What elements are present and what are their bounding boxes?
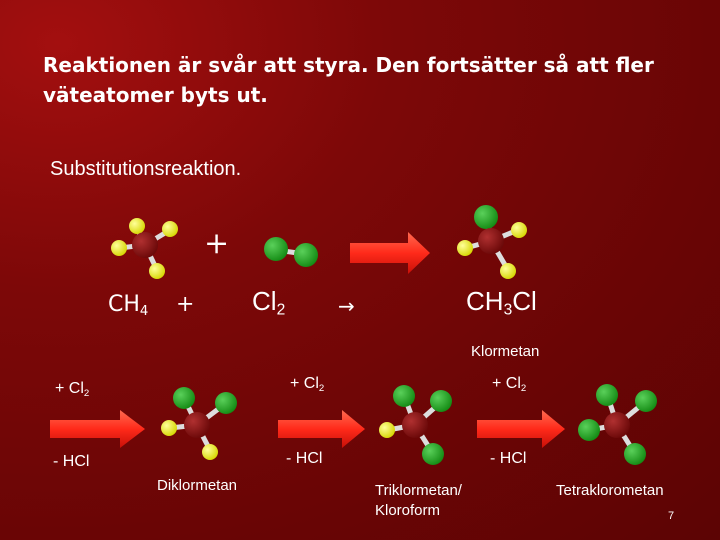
step-3-add-cl2-subscript: 2	[520, 382, 527, 394]
name-diklormetan: Diklormetan	[157, 477, 238, 494]
step-1-add-cl2-subscript: 2	[83, 387, 90, 399]
step-arrow-2-icon	[278, 410, 365, 448]
step-2-remove-hcl: - HCl	[286, 450, 323, 467]
carbon-atom	[132, 232, 158, 258]
reactant-ch4: CH4	[108, 292, 148, 319]
name-triklormetan: Triklormetan/ Kloroform	[375, 481, 462, 521]
reaction-arrow-icon	[350, 232, 430, 274]
page-number: 7	[668, 510, 675, 522]
methane-molecule	[111, 218, 178, 279]
chlorine-atom	[215, 392, 237, 414]
hydrogen-atom	[500, 263, 516, 279]
hydrogen-atom	[511, 222, 527, 238]
product-name-klormetan: Klormetan	[471, 343, 540, 360]
reactant-cl2: Cl2	[252, 286, 285, 320]
step-2-add-cl2-subscript: 2	[318, 382, 325, 394]
hydrogen-atom	[162, 221, 178, 237]
slide-title-line-1: Reaktionen är svår att styra. Den fortsä…	[43, 53, 654, 77]
hydrogen-atom	[457, 240, 473, 256]
step-3-add-cl2-base: + Cl	[492, 375, 521, 392]
equation-arrow: →	[338, 294, 355, 318]
chlorine-atom	[624, 443, 646, 465]
product-ch3cl-base-2: Cl	[512, 286, 537, 316]
step-3-remove-hcl: - HCl	[490, 450, 527, 467]
chlorine-atom	[264, 237, 288, 261]
chlorine-molecule	[264, 237, 318, 267]
tetrachloromethane-molecule	[578, 384, 657, 465]
equation-plus: +	[176, 292, 195, 317]
chlorine-atom	[596, 384, 618, 406]
chlorine-atom	[578, 419, 600, 441]
product-ch3cl-subscript: 3	[503, 301, 513, 319]
step-2-add-cl2: + Cl2	[290, 375, 324, 394]
carbon-atom	[184, 412, 210, 438]
carbon-atom	[402, 412, 428, 438]
carbon-atom	[604, 412, 630, 438]
step-1-add-cl2: + Cl2	[55, 380, 89, 399]
step-arrow-1-icon	[50, 410, 145, 448]
dichloromethane-molecule	[161, 387, 237, 460]
reactant-ch4-base: CH	[108, 292, 140, 317]
product-ch3cl: CH3Cl	[466, 286, 537, 320]
step-arrow-3-icon	[477, 410, 565, 448]
chlorine-atom	[422, 443, 444, 465]
hydrogen-atom	[379, 422, 395, 438]
chlorine-atom	[173, 387, 195, 409]
hydrogen-atom	[149, 263, 165, 279]
reactant-cl2-subscript: 2	[276, 301, 286, 319]
chloromethane-molecule	[457, 205, 527, 279]
name-triklormetan-line-2: Kloroform	[375, 502, 441, 519]
hydrogen-atom	[129, 218, 145, 234]
chlorine-atom	[635, 390, 657, 412]
hydrogen-atom	[161, 420, 177, 436]
reaction-type-label: Substitutionsreaktion.	[50, 158, 242, 180]
slide-title: Reaktionen är svår att styra. Den fortsä…	[43, 50, 683, 110]
name-triklormetan-line-1: Triklormetan/	[375, 482, 462, 499]
chlorine-atom	[430, 390, 452, 412]
reactant-ch4-subscript: 4	[139, 303, 149, 319]
step-3-add-cl2: + Cl2	[492, 375, 526, 394]
reactant-cl2-base: Cl	[252, 286, 277, 316]
hydrogen-atom	[111, 240, 127, 256]
product-ch3cl-base: CH	[466, 286, 504, 316]
slide-title-line-2: väteatomer byts ut.	[43, 83, 268, 107]
step-1-add-cl2-base: + Cl	[55, 380, 84, 397]
hydrogen-atom	[202, 444, 218, 460]
name-tetraklormetan: Tetraklorometan	[556, 482, 664, 499]
trichloromethane-molecule	[379, 385, 452, 465]
chlorine-atom	[294, 243, 318, 267]
carbon-atom	[478, 228, 504, 254]
plus-symbol: +	[204, 226, 230, 261]
chlorine-atom	[474, 205, 498, 229]
chlorine-atom	[393, 385, 415, 407]
step-2-add-cl2-base: + Cl	[290, 375, 319, 392]
step-1-remove-hcl: - HCl	[53, 453, 90, 470]
